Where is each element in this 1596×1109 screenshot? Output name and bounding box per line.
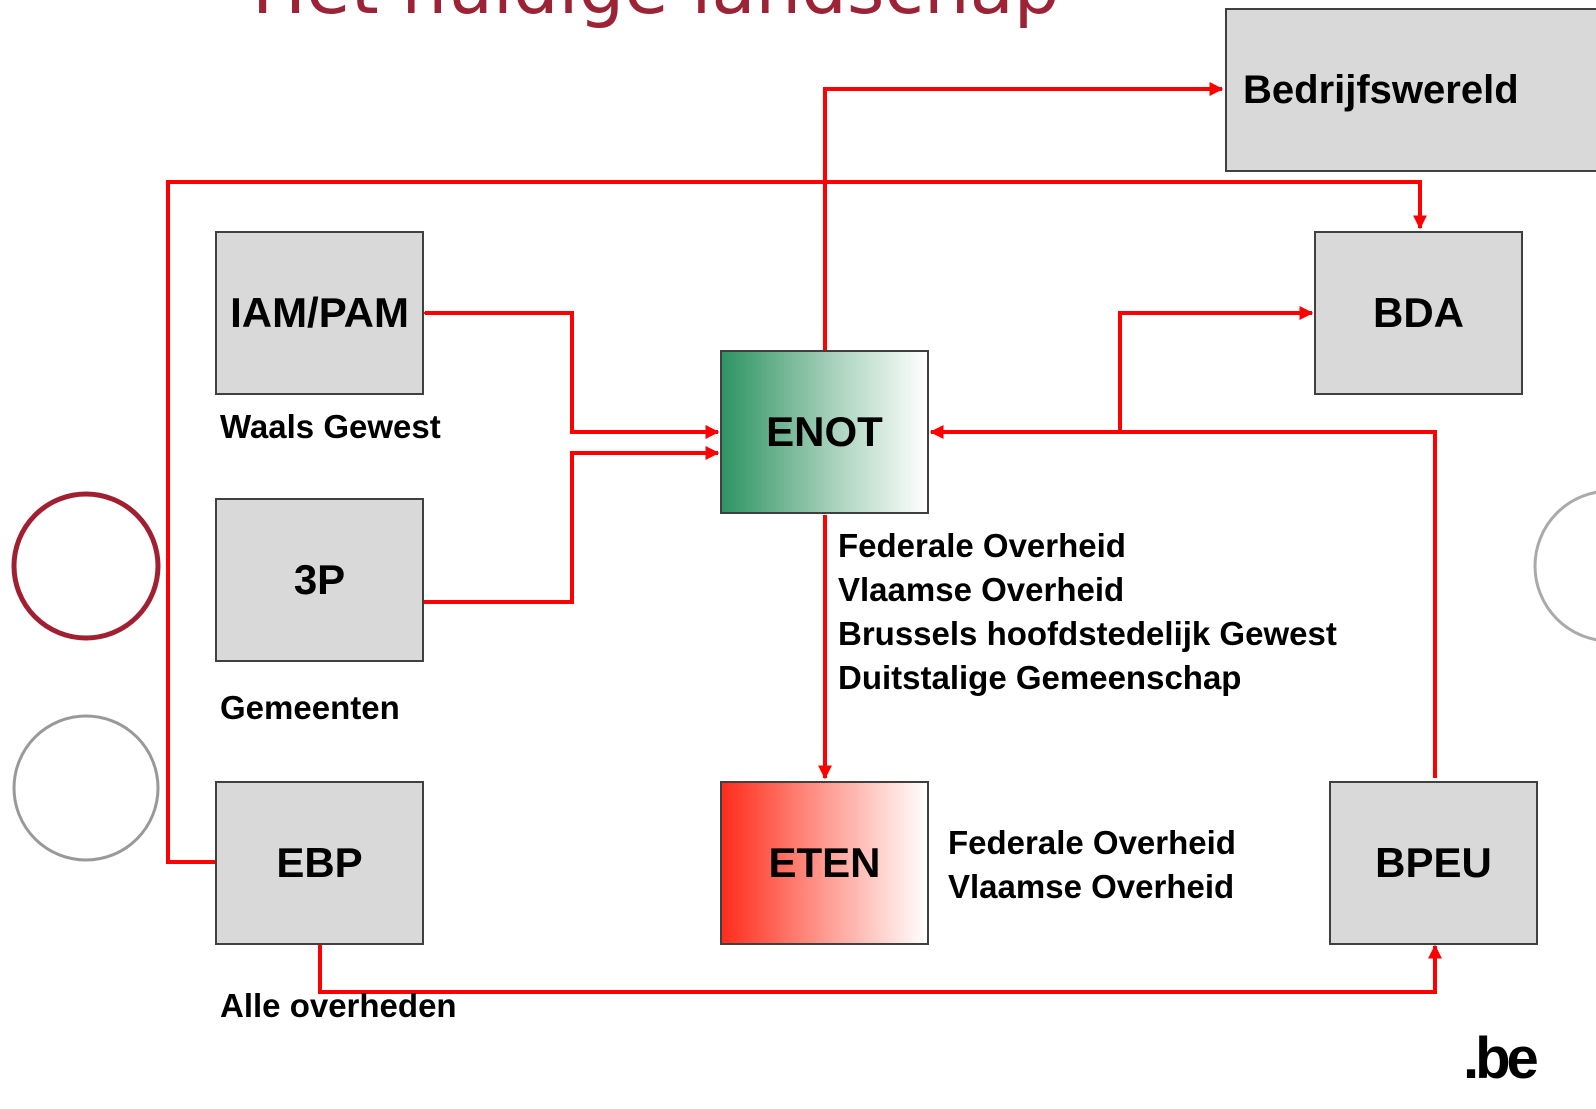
node-bda-label: BDA [1373, 289, 1464, 336]
decor-circle-red [11, 491, 161, 641]
connector-ebp-bpeu [318, 944, 1442, 994]
node-bedrijfswereld: Bedrijfswereld [1225, 8, 1596, 172]
eten-user-item: Vlaamse Overheid [948, 868, 1235, 905]
node-3p-label: 3P [293, 556, 346, 603]
slide-title: Het huidige landschap [252, 0, 1059, 24]
node-eten-label: ETEN [768, 839, 881, 886]
node-enot: ENOT [720, 350, 929, 514]
connector-enot-bda [1118, 306, 1314, 432]
node-ebp-label: EBP [276, 839, 363, 886]
enot-user-item: Federale Overheid [838, 527, 1126, 564]
connector-ebp-bda [166, 180, 1427, 864]
eten-user-list: Federale Overheid Vlaamse Overheid [948, 821, 1236, 909]
node-ebp: EBP [215, 781, 424, 945]
be-logo: .be [1463, 1030, 1539, 1088]
label-waals-gewest: Waals Gewest [220, 408, 441, 445]
node-bpeu: BPEU [1329, 781, 1538, 945]
node-bpeu-label: BPEU [1375, 839, 1492, 886]
decor-circle-grey-right [1533, 490, 1596, 642]
connector-bpeu-enot [929, 425, 1437, 778]
connector-enot-bedrijfswereld [823, 82, 1224, 350]
node-enot-label: ENOT [766, 408, 883, 455]
connector-3p-enot [423, 446, 720, 604]
node-iam-pam: IAM/PAM [215, 231, 424, 395]
node-iam-pam-label: IAM/PAM [230, 289, 409, 336]
label-gemeenten: Gemeenten [220, 689, 400, 726]
node-eten: ETEN [720, 781, 929, 945]
node-3p: 3P [215, 498, 424, 662]
be-logo-text: .be [1463, 1026, 1539, 1091]
connector-iam-enot [412, 306, 720, 439]
enot-user-list: Federale Overheid Vlaamse Overheid Bruss… [838, 524, 1337, 700]
decor-circle-grey-left [12, 714, 160, 862]
eten-user-item: Federale Overheid [948, 824, 1236, 861]
node-bedrijfswereld-label: Bedrijfswereld [1243, 67, 1519, 112]
enot-user-item: Vlaamse Overheid [838, 571, 1125, 608]
enot-user-item: Duitstalige Gemeenschap [838, 659, 1242, 696]
node-bda: BDA [1314, 231, 1523, 395]
label-alle-overheden: Alle overheden [220, 987, 457, 1024]
enot-user-item: Brussels hoofdstedelijk Gewest [838, 615, 1337, 652]
